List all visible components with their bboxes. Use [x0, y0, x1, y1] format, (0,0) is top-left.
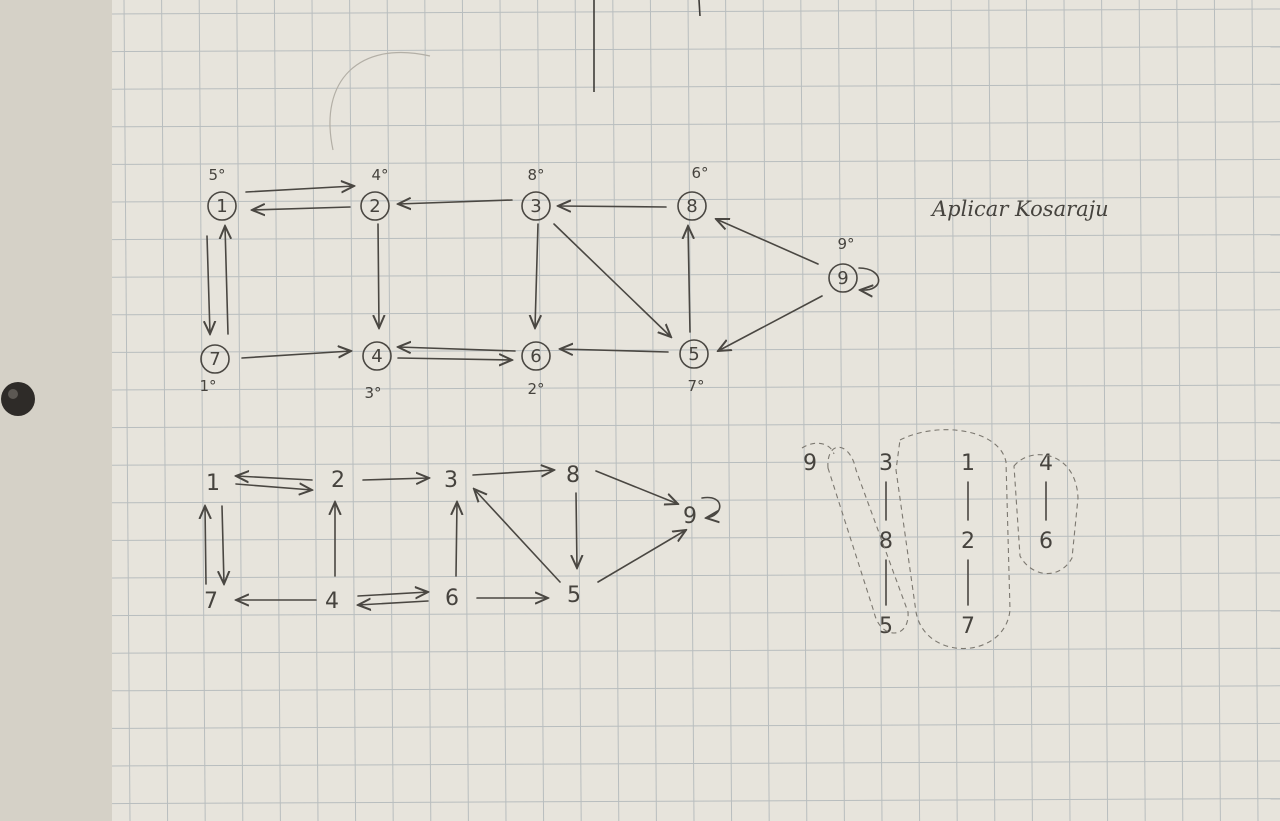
component-4-member: 6	[1039, 529, 1053, 554]
edge-top-4-6	[397, 358, 512, 360]
node-2-order: 4°	[371, 166, 388, 184]
edge-bottom-9-9	[701, 496, 721, 518]
edge-top-7-4	[241, 351, 351, 359]
node-6-label: 6	[530, 346, 541, 367]
edge-bottom-6-3	[456, 502, 457, 577]
node-3-circle	[521, 191, 551, 221]
component-1: 9	[803, 451, 817, 476]
edge-bottom-7-1	[205, 506, 206, 585]
edge-bottom-3-8	[472, 470, 554, 475]
binder-hole-shine	[8, 389, 18, 399]
bottom-node-2: 2	[331, 468, 345, 493]
component-4-member: 4	[1039, 451, 1053, 476]
node-1-order: 5°	[208, 166, 225, 184]
node-3-label: 3	[530, 196, 541, 217]
grid-area	[112, 0, 1280, 821]
edge-top-1-2	[245, 186, 354, 192]
edge-top-3-5	[553, 223, 671, 337]
pen-mark	[698, 0, 701, 17]
component-2: 3 8 5	[879, 451, 893, 639]
node-8-order: 6°	[691, 164, 708, 182]
component-3-member: 7	[961, 614, 975, 639]
node-6-circle	[521, 341, 551, 371]
edge-bottom-1-7	[222, 505, 224, 584]
edge-top-3-6	[535, 223, 538, 328]
node-8-label: 8	[686, 196, 697, 217]
component-3: 1 2 7	[961, 451, 975, 639]
node-1-circle	[207, 191, 237, 221]
component-4: 46	[1039, 451, 1053, 554]
page-title: Aplicar Kosaraju	[930, 197, 1109, 221]
node-4-circle	[362, 341, 392, 371]
edge-bottom-2-3	[362, 478, 429, 480]
component-2-member: 8	[879, 529, 893, 554]
edge-bottom-8-5	[576, 492, 577, 568]
edge-top-2-1	[252, 207, 351, 210]
node-8-circle	[677, 191, 707, 221]
node-2-label: 2	[369, 196, 380, 217]
node-5-order: 7°	[687, 377, 704, 395]
edge-top-1-7	[207, 235, 210, 334]
edge-bottom-5-3	[474, 489, 561, 583]
edge-top-2-4	[378, 223, 379, 328]
component-outline	[895, 429, 1011, 650]
node-7-circle	[200, 344, 230, 374]
edge-top-5-8	[688, 226, 690, 333]
component-3-member: 2	[961, 529, 975, 554]
node-3-order: 8°	[527, 166, 544, 184]
edge-bottom-4-6	[357, 592, 428, 596]
edge-top-9-9	[859, 267, 880, 290]
node-9-label: 9	[837, 268, 848, 289]
edge-bottom-1-2	[235, 484, 312, 490]
node-5-label: 5	[688, 344, 699, 365]
node-7-order: 1°	[199, 377, 216, 395]
erased-stroke	[329, 51, 431, 151]
bottom-node-7: 7	[204, 589, 218, 614]
component-outline	[1013, 454, 1079, 575]
component-2-member: 3	[879, 451, 893, 476]
edge-top-7-1	[225, 226, 228, 335]
edge-bottom-2-1	[236, 476, 313, 480]
node-4-order: 3°	[364, 384, 381, 402]
component-mark	[801, 442, 835, 455]
edge-top-3-2	[398, 200, 513, 204]
edge-top-9-8	[716, 219, 819, 265]
component-2-member: 5	[879, 614, 893, 639]
edge-bottom-6-4	[358, 601, 429, 605]
node-4-label: 4	[371, 346, 382, 367]
edge-top-9-5	[718, 295, 823, 351]
node-6-order: 2°	[527, 380, 544, 398]
bottom-node-5: 5	[567, 583, 581, 608]
edge-top-5-6	[560, 349, 669, 352]
bottom-node-9: 9	[683, 504, 697, 529]
edge-bottom-5-9	[597, 530, 686, 583]
bottom-node-6: 6	[445, 586, 459, 611]
component-3-member: 1	[961, 451, 975, 476]
bottom-node-4: 4	[325, 589, 339, 614]
node-7-label: 7	[209, 349, 220, 370]
node-5-circle	[679, 339, 709, 369]
edge-top-6-4	[398, 347, 516, 351]
edge-bottom-8-9	[595, 470, 678, 504]
component-1-member: 9	[803, 451, 817, 476]
node-2-circle	[360, 191, 390, 221]
component-outline	[827, 446, 909, 634]
bottom-node-3: 3	[444, 468, 458, 493]
bottom-node-1: 1	[206, 471, 220, 496]
node-9-circle	[828, 263, 858, 293]
node-9-order: 9°	[837, 235, 854, 253]
edge-top-8-3	[558, 206, 667, 207]
bottom-node-8: 8	[566, 463, 580, 488]
grid-lines	[111, 0, 1280, 821]
node-1-label: 1	[216, 196, 227, 217]
